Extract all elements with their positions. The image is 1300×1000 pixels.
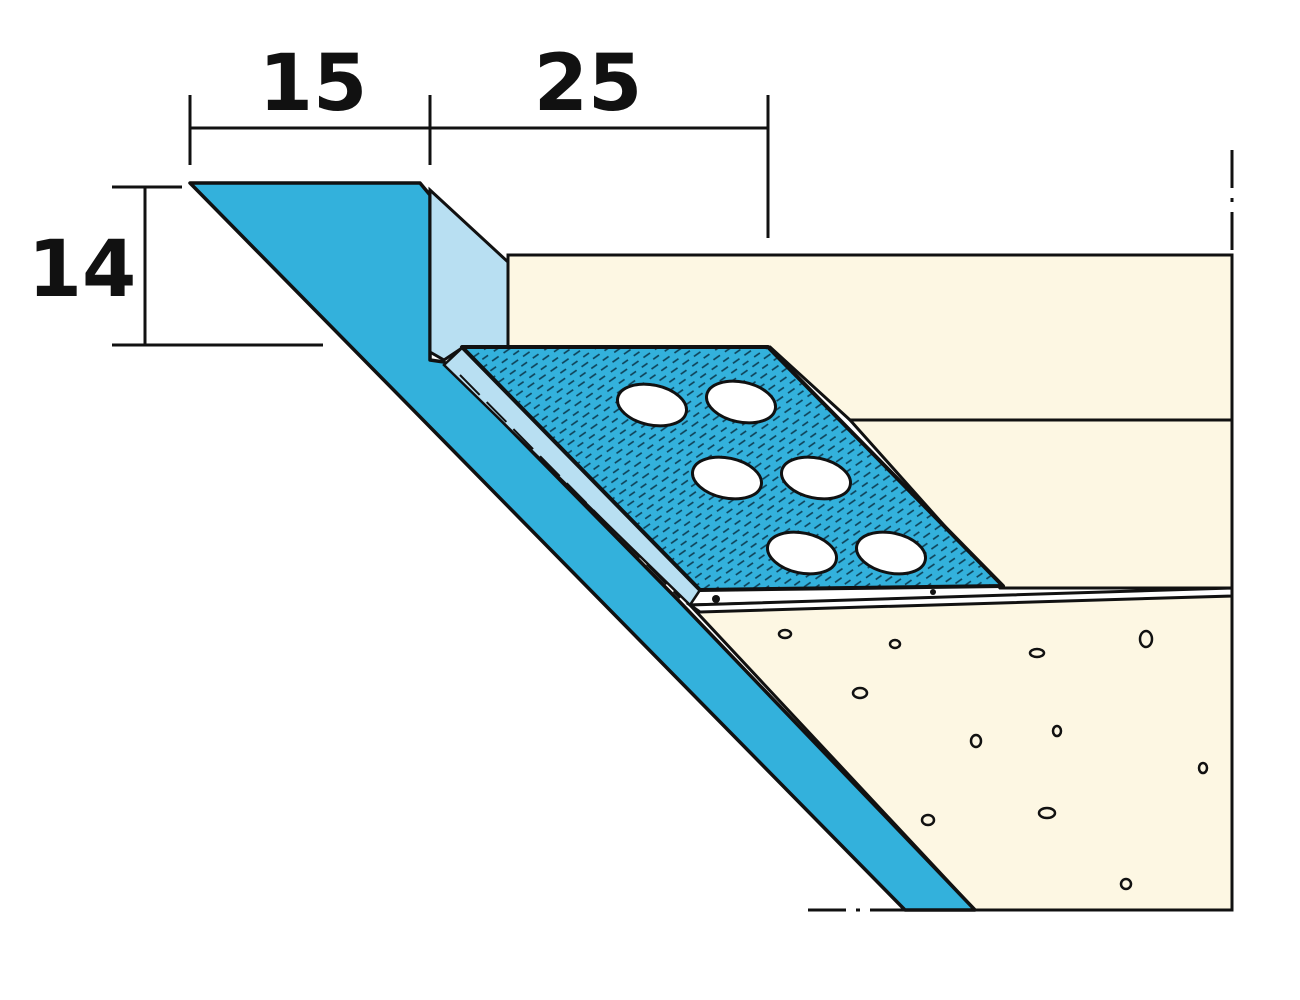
plaster-layers (506, 253, 1234, 912)
dimension-label-width-right: 25 (534, 39, 643, 129)
perforation-hole (766, 530, 838, 576)
perforation-hole (855, 530, 927, 576)
perforation-hole (616, 382, 688, 428)
dimension-label-width-left: 15 (259, 39, 368, 129)
perforation-hole (780, 455, 852, 501)
dimension-label-height: 14 (28, 225, 137, 315)
center-lines (808, 150, 1234, 912)
aggregate-speckles (777, 628, 1209, 891)
channel-dash-line (459, 374, 681, 599)
profile-diagonal-leg (188, 181, 977, 912)
perforation-holes (616, 379, 927, 576)
perforation-hole (705, 379, 777, 425)
dimension-lines (112, 95, 770, 347)
profile-return-face (428, 186, 510, 362)
perforation-hole (691, 455, 763, 501)
